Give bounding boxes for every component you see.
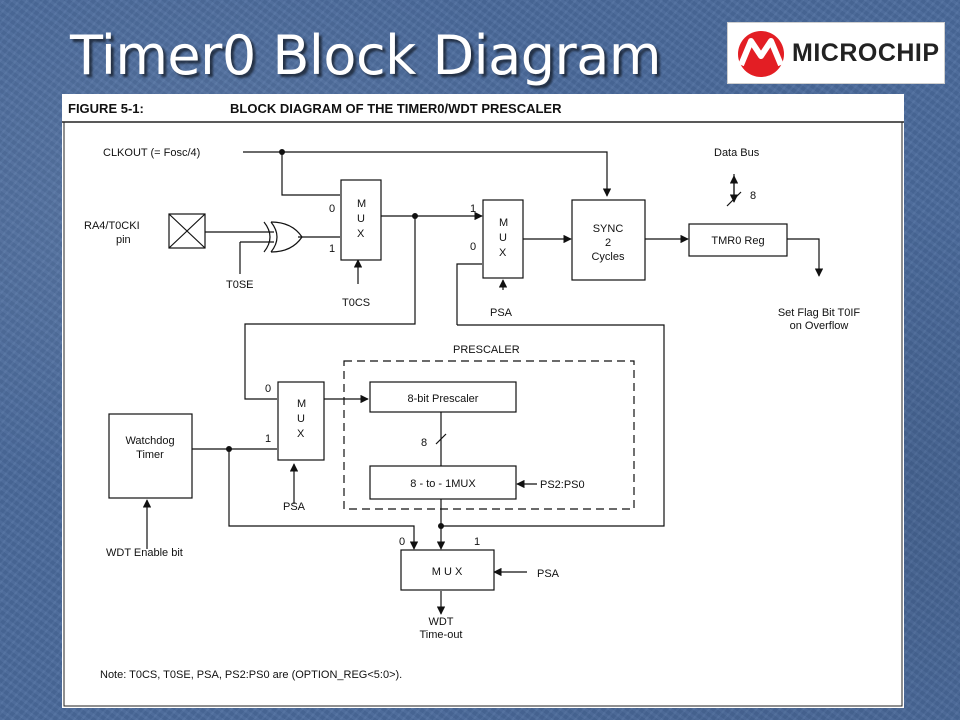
mux-t0cs-u: U (357, 213, 365, 225)
figure-note: Note: T0CS, T0SE, PSA, PS2:PS0 are (OPTI… (100, 669, 402, 681)
wdt-label: WDT (428, 616, 453, 628)
clkout-label: CLKOUT (= Fosc/4) (103, 147, 200, 159)
diagram-panel: FIGURE 5-1: BLOCK DIAGRAM OF THE TIMER0/… (62, 94, 904, 708)
psa-label-bottom: PSA (537, 568, 560, 580)
mux-t0cs-in0: 0 (329, 203, 335, 215)
psa-label-top: PSA (490, 307, 513, 319)
mux-psa-prescaler-x: X (297, 428, 305, 440)
microchip-logo: MICROCHIP (727, 22, 945, 84)
pin-label: pin (116, 234, 131, 246)
mux-psa-prescaler-m: M (297, 398, 306, 410)
mux-t0cs-in1: 1 (329, 243, 335, 255)
mux-wdt-in0: 0 (399, 536, 405, 548)
slide-title: Timer0 Block Diagram (70, 24, 661, 87)
mux-wdt (400, 549, 495, 591)
mux-wdt-in1: 1 (474, 536, 480, 548)
mux-psa-sync-in0: 0 (470, 241, 476, 253)
psa-label-mid: PSA (283, 501, 306, 513)
sync-count: 2 (605, 237, 611, 249)
ps-label: PS2:PS0 (540, 479, 585, 491)
junction-dots (226, 149, 444, 529)
mux-wdt-label: M U X (432, 566, 463, 578)
figure-frame (63, 121, 903, 707)
time-out-label: Time-out (420, 629, 463, 641)
ra4-label: RA4/T0CKI (84, 220, 140, 232)
prescaler-region (343, 360, 635, 510)
data-bus-width: 8 (750, 190, 756, 202)
t0cs-label: T0CS (342, 297, 370, 309)
tmr0-label: TMR0 Reg (711, 235, 764, 247)
flag-label-1: Set Flag Bit T0IF (778, 307, 861, 319)
xor-gate-icon (263, 221, 303, 253)
sync-label: SYNC (593, 223, 624, 235)
eight-to-one-mux (369, 465, 517, 500)
eight-to-one-mux-label: 8 - to - 1MUX (410, 478, 476, 490)
watchdog-timer-label: Timer (136, 449, 164, 461)
mux-psa-prescaler-in0: 0 (265, 383, 271, 395)
mux-psa-sync-in1: 1 (470, 203, 476, 215)
eight-bit-prescaler-label: 8-bit Prescaler (408, 393, 479, 405)
tmr0-register (688, 223, 788, 257)
flag-label-2: on Overflow (790, 320, 849, 332)
mux-psa-sync (482, 199, 524, 279)
mux-psa-prescaler-in1: 1 (265, 433, 271, 445)
wdt-enable-label: WDT Enable bit (106, 547, 183, 559)
figure-number: FIGURE 5-1: (68, 101, 144, 116)
sync-cycles: Cycles (591, 251, 625, 263)
figure-title: BLOCK DIAGRAM OF THE TIMER0/WDT PRESCALE… (230, 101, 562, 116)
prescaler-label: PRESCALER (453, 344, 520, 356)
watchdog-label: Watchdog (125, 435, 174, 447)
mux-t0cs-x: X (357, 228, 365, 240)
mux-t0cs-m: M (357, 198, 366, 210)
eight-bit-prescaler (369, 381, 517, 413)
sync-block (571, 199, 646, 281)
mux-psa-sync-x: X (499, 247, 507, 259)
logo-text: MICROCHIP (792, 39, 940, 67)
mux-psa-sync-m: M (499, 217, 508, 229)
watchdog-timer (108, 413, 193, 499)
data-bus-label: Data Bus (714, 147, 760, 159)
t0se-label: T0SE (226, 279, 254, 291)
timer0-block-diagram: FIGURE 5-1: BLOCK DIAGRAM OF THE TIMER0/… (62, 101, 904, 707)
input-pin-icon (168, 213, 206, 249)
microchip-m-logo-icon (738, 31, 784, 77)
mux-t0cs (340, 179, 382, 261)
mux-psa-prescaler-u: U (297, 413, 305, 425)
prescaler-width-label: 8 (421, 437, 427, 449)
mux-psa-sync-u: U (499, 232, 507, 244)
mux-psa-prescaler (277, 381, 325, 461)
